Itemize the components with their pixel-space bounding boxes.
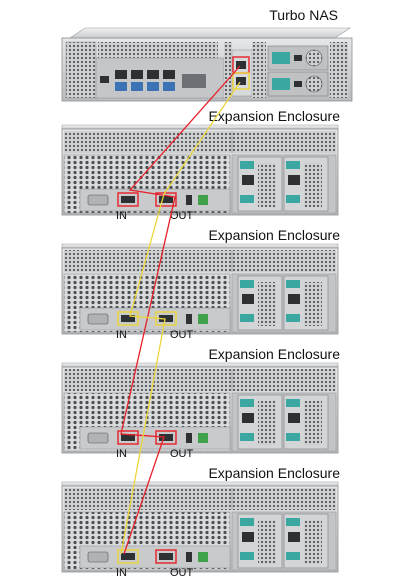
in-port (121, 315, 135, 322)
status-led-icon (198, 195, 208, 205)
enclosure-title: Expansion Enclosure (208, 465, 340, 481)
in-port (121, 434, 135, 441)
serial-port-icon (87, 313, 109, 325)
nas-io-ports (100, 70, 206, 91)
status-led-icon (198, 314, 208, 324)
in-port-label: IN (116, 210, 127, 222)
serial-port-icon (87, 432, 109, 444)
enclosure-title: Expansion Enclosure (208, 108, 340, 124)
in-port-label: IN (116, 329, 127, 341)
status-led-icon (198, 552, 208, 562)
red-cable (120, 65, 241, 555)
out-port-highlight (155, 430, 177, 445)
in-port-highlight (117, 430, 139, 445)
out-port (159, 196, 173, 203)
out-port-highlight (155, 549, 177, 564)
out-port-label: OUT (170, 448, 194, 460)
out-port (159, 434, 173, 441)
serial-port-icon (87, 551, 109, 563)
serial-port-icon (87, 194, 109, 206)
enclosure-title: Expansion Enclosure (208, 346, 340, 362)
out-port (159, 315, 173, 322)
in-port-highlight (117, 311, 139, 326)
out-port-label: OUT (170, 567, 194, 579)
out-port (159, 553, 173, 560)
cables (120, 65, 241, 555)
nas-title: Turbo NAS (269, 7, 338, 23)
in-port-highlight (117, 192, 139, 207)
nas-port-yellow (232, 72, 250, 90)
enclosure-title: Expansion Enclosure (208, 227, 340, 243)
out-port-highlight (155, 192, 177, 207)
status-led-icon (198, 433, 208, 443)
in-port-label: IN (116, 448, 127, 460)
yellow-cable (120, 81, 241, 555)
out-port-label: OUT (170, 210, 194, 222)
in-port-label: IN (116, 567, 127, 579)
in-port (121, 553, 135, 560)
in-port-highlight (117, 549, 139, 564)
in-port (121, 196, 135, 203)
out-port-label: OUT (170, 329, 194, 341)
nas-power-supplies (267, 45, 329, 97)
turbo-nas (61, 27, 353, 102)
